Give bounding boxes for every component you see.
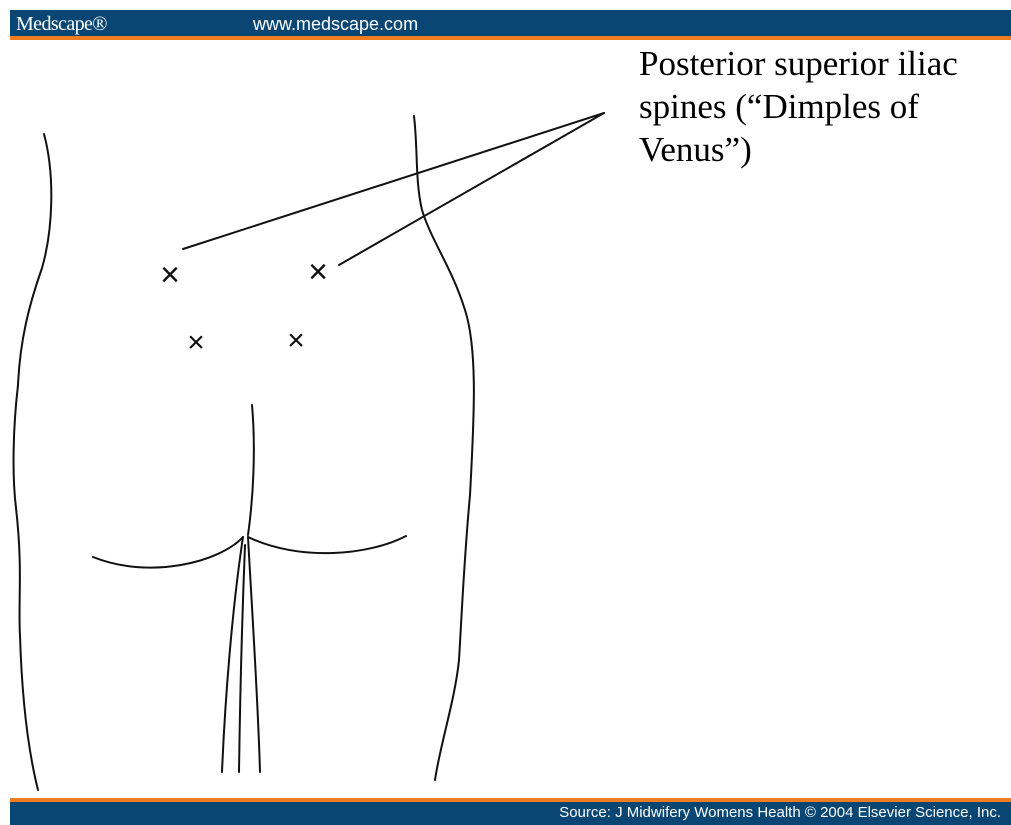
callout-line-3: Venus”) [639, 128, 1004, 171]
source-credit: Source: J Midwifery Womens Health © 2004… [559, 804, 1001, 821]
iliac-spines-label: Posterior superior iliac spines (“Dimple… [639, 42, 1004, 171]
left-gluteal-fold [93, 537, 243, 568]
left-body-outline [14, 134, 52, 790]
right-inner-leg [248, 537, 260, 772]
marker-lower-left: × [187, 326, 205, 359]
marker-lower-right: × [287, 324, 305, 357]
right-gluteal-fold [248, 536, 406, 553]
middle-inner-line [239, 545, 245, 772]
callout-line-1: Posterior superior iliac [639, 42, 1004, 85]
leader-line-right [339, 113, 604, 265]
spine-line [248, 405, 254, 535]
callout-line-2: spines (“Dimples of [639, 85, 1004, 128]
leader-line-left [183, 113, 604, 249]
footer-bar: Source: J Midwifery Womens Health © 2004… [10, 798, 1011, 825]
right-body-outline [414, 116, 474, 780]
marker-upper-right: × [308, 253, 328, 291]
marker-upper-left: × [160, 256, 180, 294]
